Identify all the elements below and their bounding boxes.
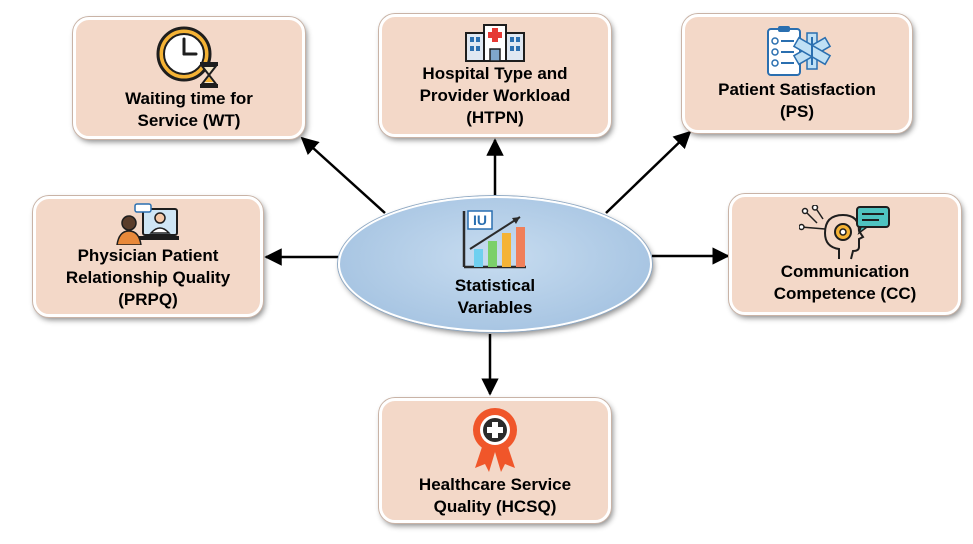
node-healthcare-quality: Healthcare Service Quality (HCSQ)	[379, 398, 611, 523]
node-communication-competence: Communication Competence (CC)	[729, 194, 961, 315]
node-waiting-time: Waiting time for Service (WT)	[73, 17, 305, 139]
node-physician-patient: Physician Patient Relationship Quality (…	[33, 196, 263, 317]
head-gear-speech-icon	[799, 204, 890, 259]
label-line: Healthcare Service	[418, 474, 572, 494]
label-line: Variables	[457, 298, 533, 317]
doctor-consultation-icon	[116, 202, 179, 245]
node-hospital-type: Hospital Type and Provider Workload (HTP…	[379, 14, 611, 137]
node-patient-satisfaction: Patient Satisfaction (PS)	[682, 14, 912, 133]
hub-statistical-variables: IU Statistical Variables	[338, 196, 652, 332]
label-line: (PRPQ)	[118, 289, 178, 309]
node-label-cc: Communication Competence (CC)	[774, 261, 917, 305]
label-line: Competence (CC)	[773, 283, 917, 303]
node-label-hcsq: Healthcare Service Quality (HCSQ)	[419, 474, 571, 518]
medical-checklist-icon	[767, 25, 832, 76]
label-line: Waiting time for	[125, 89, 253, 108]
label-line: Physician Patient	[77, 245, 219, 265]
hub-label: Statistical Variables	[455, 275, 535, 319]
label-line: Communication	[780, 261, 910, 281]
node-label-wt: Waiting time for Service (WT)	[125, 88, 253, 132]
node-label-prpq: Physician Patient Relationship Quality (…	[66, 245, 230, 311]
icon-badge-text: IU	[473, 212, 487, 228]
label-line: Provider Workload	[419, 85, 571, 105]
clock-hourglass-icon	[156, 26, 219, 88]
arrow-to-ps	[605, 130, 692, 214]
label-line: Hospital Type and	[422, 63, 568, 83]
label-line: Service (WT)	[137, 111, 241, 130]
award-badge-cross-icon	[473, 407, 517, 472]
label-line: Relationship Quality	[65, 267, 231, 287]
node-label-htpn: Hospital Type and Provider Workload (HTP…	[420, 63, 571, 129]
label-line: Statistical	[454, 276, 536, 295]
label-line: Quality (HCSQ)	[433, 496, 557, 516]
bar-chart-icon: IU	[462, 210, 526, 269]
label-line: Patient Satisfaction	[718, 79, 876, 99]
label-line: (PS)	[779, 101, 814, 121]
hospital-icon	[465, 23, 525, 62]
arrow-to-wt	[300, 136, 386, 214]
label-line: (HTPN)	[466, 107, 524, 127]
node-label-ps: Patient Satisfaction (PS)	[718, 79, 876, 123]
